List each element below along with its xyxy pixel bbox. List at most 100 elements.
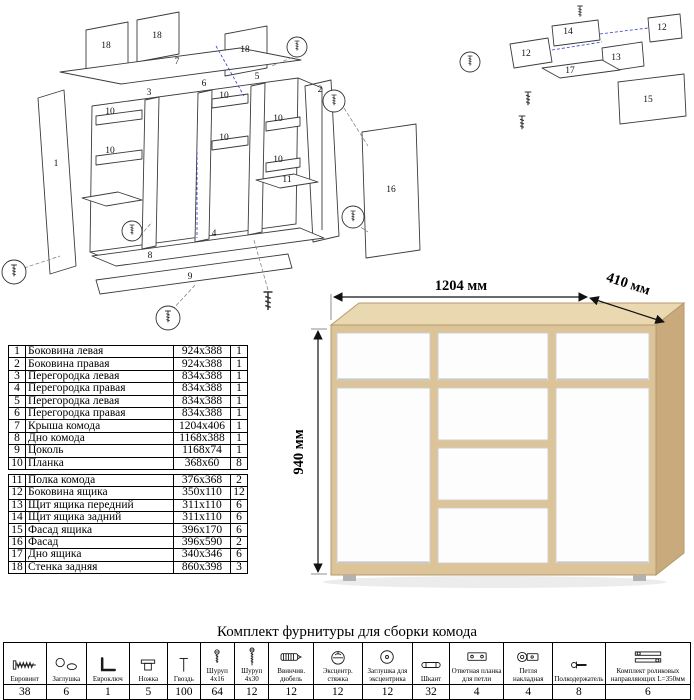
hw-item: Шуруп 4x16 <box>199 642 235 685</box>
callout-label: 3 <box>147 88 152 98</box>
hw-item-label: Заглушка для эксцентрика <box>367 667 408 683</box>
part-number: 11 <box>8 473 26 488</box>
hw-qty: 4 <box>503 684 554 700</box>
callout-label: 15 <box>643 95 653 105</box>
part-qty: 1 <box>230 394 248 408</box>
shelf <box>255 173 319 189</box>
chest-side-face <box>655 301 685 577</box>
drawer-facade-panel <box>617 73 687 125</box>
chest-top-face <box>329 302 686 326</box>
exploded-view-detail: 14 12 13 12 17 15 <box>459 5 687 130</box>
facade-door <box>361 123 421 259</box>
hinge-icon <box>505 644 551 668</box>
cam-cap-icon <box>364 644 412 668</box>
hw-item-label: Евроключ <box>92 674 123 683</box>
plank <box>95 149 143 166</box>
callout-label: 10 <box>105 107 115 117</box>
part-size: 924x388 <box>173 344 231 359</box>
part-size: 860x398 <box>173 560 231 575</box>
hw-item-label: Шкант <box>420 674 442 683</box>
part-number: 14 <box>8 511 26 525</box>
callout-label: 18 <box>152 31 162 41</box>
callout-label: 13 <box>611 53 621 63</box>
part-size: 834x388 <box>173 394 231 408</box>
part-number: 17 <box>8 548 26 562</box>
callout-label: 12 <box>657 23 667 33</box>
plug-cap-icon <box>48 652 86 676</box>
callout-label: 10 <box>219 91 229 101</box>
hardware-kit: Комплект фурнитуры для сборки комода Евр… <box>3 624 692 700</box>
hex-key-icon <box>88 652 128 676</box>
part-size: 311x110 <box>173 498 231 513</box>
plank <box>211 135 249 151</box>
part-qty: 12 <box>230 486 248 500</box>
drawer-side-panel <box>509 37 553 69</box>
callout-label: 11 <box>282 175 291 185</box>
part-qty: 6 <box>230 523 248 537</box>
callout-label: 5 <box>255 72 260 82</box>
legs <box>343 575 646 581</box>
hw-qty: 1 <box>86 684 130 700</box>
part-number: 6 <box>8 406 26 421</box>
hw-item-label: Ножка <box>138 674 159 683</box>
confirmat-screw-icon <box>5 652 45 676</box>
wood-dowel-icon <box>414 652 447 676</box>
part-size: 376x368 <box>173 473 231 488</box>
hw-qty: 12 <box>233 684 270 700</box>
part-qty: 3 <box>230 560 248 575</box>
shelf-pin-icon <box>554 652 604 676</box>
part-name: Перегородка левая <box>25 394 174 408</box>
callout-label: 10 <box>105 146 115 156</box>
hardware-qty-row: 38 6 1 5 100 64 12 12 12 12 32 4 4 8 6 <box>3 684 692 700</box>
hw-item: Эксцентр. стяжка <box>312 642 363 685</box>
part-number: 5 <box>8 394 26 408</box>
part-number: 2 <box>8 357 26 371</box>
part-name: Боковина левая <box>25 344 174 359</box>
hw-item: Евроключ <box>86 642 130 685</box>
hw-item: Заглушка <box>45 642 88 685</box>
callout-label: 10 <box>219 133 229 143</box>
callout-label: 18 <box>101 41 111 51</box>
hw-qty: 4 <box>448 684 505 700</box>
part-number: 8 <box>8 431 26 446</box>
plank <box>95 109 143 126</box>
part-name: Перегородка левая <box>25 369 174 384</box>
callout-label: 10 <box>273 114 283 124</box>
left-side-panel <box>37 89 77 275</box>
exploded-view-main: 18 18 18 7 1 10 10 10 10 10 10 6 5 11 16… <box>1 11 421 331</box>
part-name: Полка комода <box>25 473 174 488</box>
drawer-front <box>437 447 549 501</box>
divider-panel <box>247 82 266 236</box>
part-size: 1168x388 <box>173 431 231 446</box>
part-qty: 1 <box>230 357 248 371</box>
hw-item: Ножка <box>128 642 169 685</box>
hw-item-label: Гвоздь <box>173 674 194 683</box>
leg-icon <box>131 652 167 676</box>
door-front <box>336 387 431 564</box>
door-front <box>555 387 650 564</box>
part-qty: 2 <box>230 535 248 550</box>
part-size: 396x170 <box>173 523 231 537</box>
part-number: 1 <box>8 344 26 359</box>
part-qty: 6 <box>230 498 248 513</box>
part-name: Щит ящика задний <box>25 511 174 525</box>
plank <box>211 93 249 109</box>
callout-label: 1 <box>54 159 59 169</box>
part-qty: 1 <box>230 369 248 384</box>
part-name: Цоколь <box>25 444 174 458</box>
callout-label: 7 <box>175 57 180 67</box>
callout-label: 4 <box>212 229 217 239</box>
hw-item: Евровинт <box>3 642 47 685</box>
hw-item-label: Ответная планка для петли <box>451 667 502 683</box>
part-size: 396x590 <box>173 535 231 550</box>
assembly-axis-lines <box>196 45 245 238</box>
hw-qty: 8 <box>552 684 606 700</box>
